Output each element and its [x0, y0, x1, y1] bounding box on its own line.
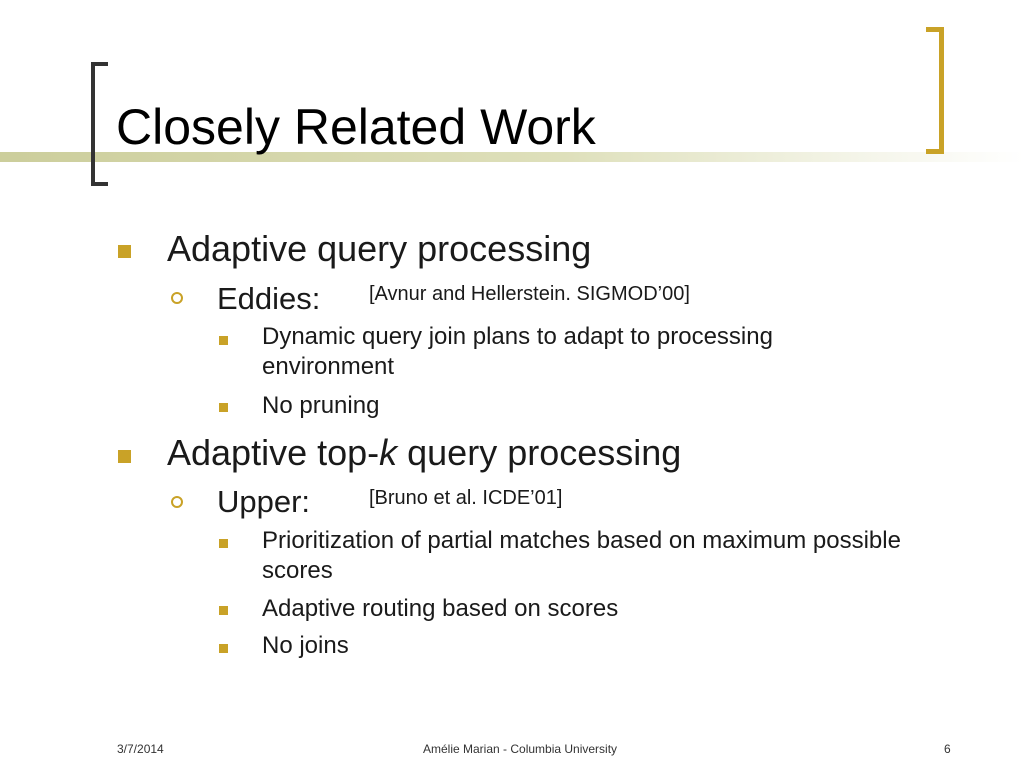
bullet-text-after: query processing — [397, 432, 682, 473]
bullet-square-small-icon — [219, 403, 228, 412]
slide-title: Closely Related Work — [116, 99, 596, 155]
left-bracket-decoration — [91, 62, 108, 186]
bullet-square-small-icon — [219, 606, 228, 615]
bullet-text-before: Adaptive top- — [167, 432, 380, 473]
right-bracket-decoration — [926, 27, 944, 154]
subsubbullet-prioritization: Prioritization of partial matches based … — [262, 527, 901, 584]
subsubbullet-no-joins: No joins — [262, 632, 349, 659]
bullet-text: Adaptive query processing — [167, 228, 592, 269]
bullet-ring-icon — [171, 292, 183, 304]
subbullet-upper-label: Upper: — [217, 484, 311, 519]
bullet-square-small-icon — [219, 644, 228, 653]
subsubbullet-no-pruning: No pruning — [262, 392, 380, 419]
footer-page-number: 6 — [944, 742, 951, 756]
citation-avnur-hellerstein: [Avnur and Hellerstein. SIGMOD’00] — [369, 283, 690, 305]
title-underline-band — [0, 152, 1024, 162]
footer-date: 3/7/2014 — [117, 742, 164, 756]
footer-author: Amélie Marian - Columbia University — [423, 742, 618, 756]
bullet-square-icon — [118, 450, 131, 463]
bullet-ring-icon — [171, 496, 183, 508]
subsubbullet-adaptive-routing: Adaptive routing based on scores — [262, 595, 619, 622]
subbullet-eddies-label: Eddies: — [217, 281, 321, 316]
bullet-adaptive-topk-query-processing: Adaptive top-k query processing — [167, 435, 681, 471]
bullet-square-small-icon — [219, 336, 228, 345]
bullet-text-italic-k: k — [379, 432, 398, 473]
bullet-square-small-icon — [219, 539, 228, 548]
subsubbullet-dynamic-join-plans: Dynamic query join plans to adapt to pro… — [262, 323, 773, 380]
bullet-adaptive-query-processing: Adaptive query processing — [167, 231, 591, 267]
bullet-square-icon — [118, 245, 131, 258]
citation-bruno-icde: [Bruno et al. ICDE’01] — [369, 487, 563, 509]
